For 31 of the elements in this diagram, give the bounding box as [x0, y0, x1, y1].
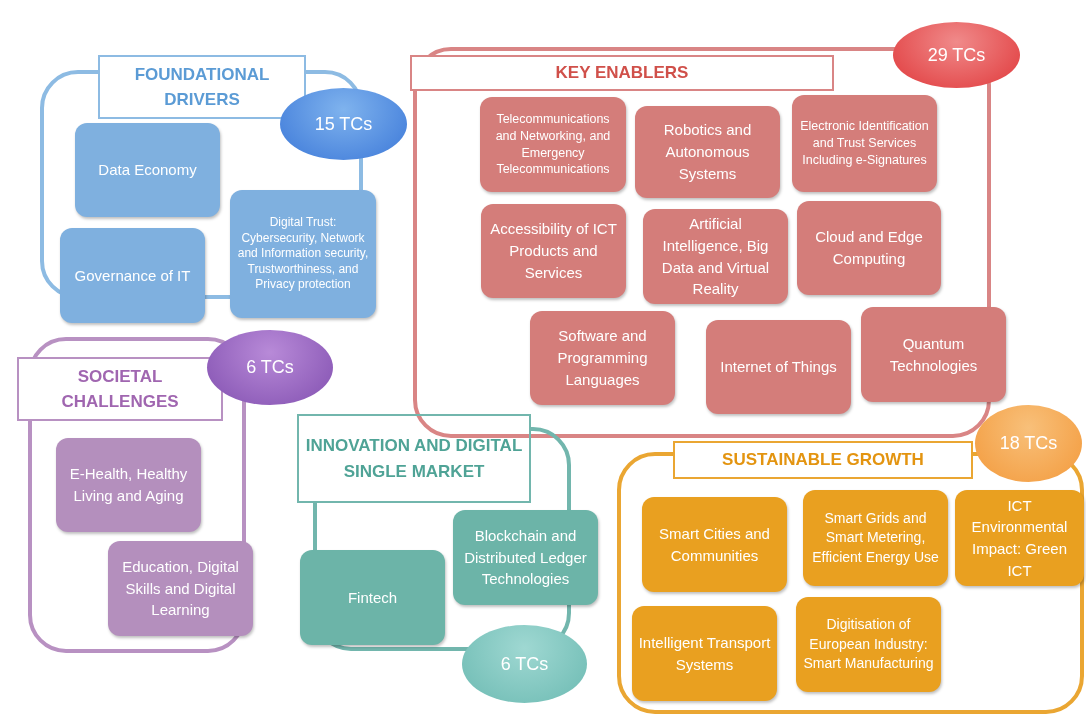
group-heading: KEY ENABLERS [410, 55, 834, 91]
topic-tile: Data Economy [75, 123, 220, 217]
topic-tile: Blockchain and Distributed Ledger Technologies [453, 510, 598, 605]
topic-tile: Fintech [300, 550, 445, 645]
group-heading: FOUNDATIONAL DRIVERS [98, 55, 306, 119]
topic-tile: E-Health, Healthy Living and Aging [56, 438, 201, 532]
topic-tile: Smart Grids and Smart Metering, Efficient Energy Use [803, 490, 948, 586]
count-ellipse: 18 TCs [975, 405, 1082, 482]
topic-tile: Digital Trust: Cybersecurity, Network and Information security, Trustworthiness, and Privacy protection [230, 190, 376, 318]
topic-tile: Smart Cities and Communities [642, 497, 787, 592]
topic-tile: Telecommunications and Networking, and Emergency Telecommunications [480, 97, 626, 192]
topic-tile: Software and Programming Languages [530, 311, 675, 405]
topic-tile: Internet of Things [706, 320, 851, 414]
count-ellipse: 15 TCs [280, 88, 407, 160]
topic-tile: ICT Environmental Impact: Green ICT [955, 490, 1084, 586]
topic-tile: Artificial Intelligence, Big Data and Virtual Reality [643, 209, 788, 304]
group-heading: INNOVATION AND DIGITAL SINGLE MARKET [297, 414, 531, 503]
topic-tile: Intelligent Transport Systems [632, 606, 777, 701]
topic-tile: Accessibility of ICT Products and Services [481, 204, 626, 298]
topic-tile: Governance of IT [60, 228, 205, 323]
topic-tile: Robotics and Autonomous Systems [635, 106, 780, 198]
count-ellipse: 6 TCs [462, 625, 587, 703]
group-heading: SUSTAINABLE GROWTH [673, 441, 973, 479]
count-ellipse: 6 TCs [207, 330, 333, 405]
group-heading: SOCIETAL CHALLENGES [17, 357, 223, 421]
topic-tile: Education, Digital Skills and Digital Learning [108, 541, 253, 636]
topic-tile: Quantum Technologies [861, 307, 1006, 402]
topic-tile: Cloud and Edge Computing [797, 201, 941, 295]
topic-tile: Digitisation of European Industry: Smart Manufacturing [796, 597, 941, 692]
topic-tile: Electronic Identification and Trust Services Including e-Signatures [792, 95, 937, 192]
count-ellipse: 29 TCs [893, 22, 1020, 88]
